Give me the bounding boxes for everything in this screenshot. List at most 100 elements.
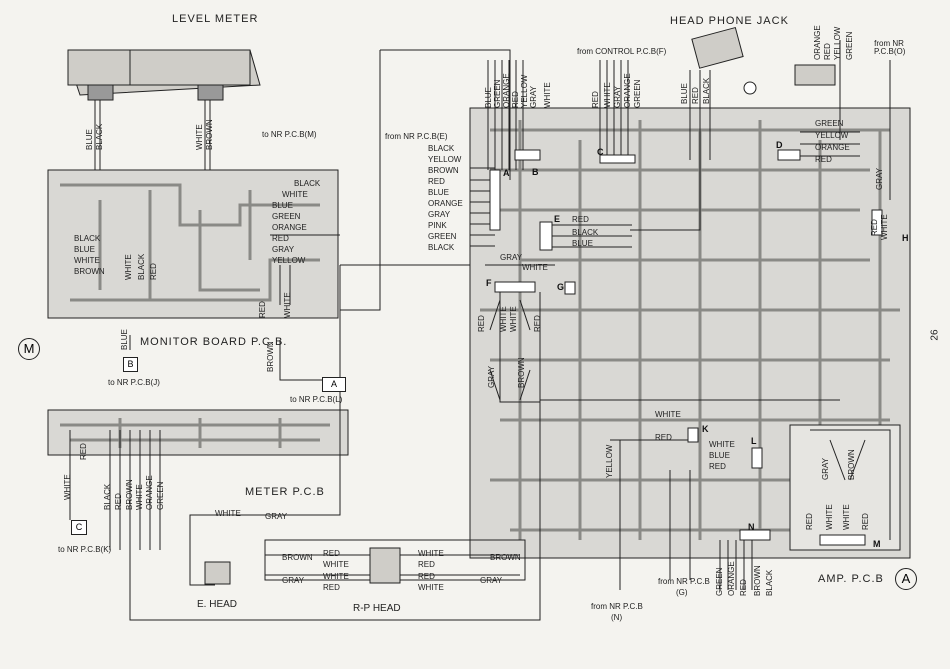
wire-mon-b-1: RED <box>258 301 267 318</box>
wire-l-2: BLUE <box>709 451 730 460</box>
wire-rp-4: WHITE <box>323 572 349 581</box>
wire-f-4: RED <box>533 315 542 332</box>
wire-meter-1: WHITE <box>63 474 72 500</box>
wire-d-1: GREEN <box>815 119 844 128</box>
connector-a-letter: A <box>503 168 510 178</box>
wire-rp-6: GRAY <box>282 576 305 585</box>
connector-l-letter: L <box>751 436 757 446</box>
ref-to-nr-l: to NR P.C.B(L) <box>290 395 343 404</box>
wire-hp-1: BLUE <box>680 83 689 104</box>
ref-box-b: B <box>123 357 138 372</box>
connector-e-letter: E <box>554 214 561 224</box>
wire-a-3: BROWN <box>428 166 459 175</box>
wire-rp-10: WHITE <box>418 583 444 592</box>
ref-from-nr-n-letter: (N) <box>611 613 623 622</box>
wire-d-3: ORANGE <box>815 143 850 152</box>
wire-mon-b-2: WHITE <box>283 292 292 318</box>
wire-mon-b-3: BROWN <box>266 341 275 372</box>
ref-to-nr-m: to NR P.C.B(M) <box>262 130 317 139</box>
wire-rp-8: RED <box>418 560 435 569</box>
wire-l-3: RED <box>709 462 726 471</box>
wire-a-6: ORANGE <box>428 199 463 208</box>
wire-amp-5: WHITE <box>842 504 851 530</box>
wire-b-1: BLUE <box>484 87 493 108</box>
wire-c-3: GRAY <box>613 85 622 108</box>
wire-f-6: BROWN <box>517 357 526 388</box>
wire-o-3: YELLOW <box>833 26 842 60</box>
wire-amp-1: GRAY <box>821 457 830 480</box>
wire-rp-3: WHITE <box>323 560 349 569</box>
wire-n-2: ORANGE <box>727 561 736 596</box>
wire-mon-l-4: BROWN <box>74 267 105 276</box>
wire-e-2: BLACK <box>572 228 599 237</box>
connector-k-letter: K <box>702 424 709 434</box>
wire-a-9: GREEN <box>428 232 457 241</box>
wire-mon-r-2: WHITE <box>282 190 308 199</box>
wire-c-4: ORANGE <box>623 73 632 108</box>
wire-b-6: GRAY <box>529 85 538 108</box>
wire-mon-r-7: GRAY <box>272 245 295 254</box>
wire-rp-5: RED <box>323 583 340 592</box>
ref-from-nr-g: from NR P.C.B <box>658 577 710 586</box>
wire-lm-3: WHITE <box>195 124 204 150</box>
wire-meter-2: RED <box>79 443 88 460</box>
wire-amp-2: BROWN <box>847 449 856 480</box>
wire-mon-l-3: WHITE <box>74 256 100 265</box>
connector-n-letter: N <box>748 522 755 532</box>
marker-m-circle: M <box>18 338 40 360</box>
connector-c-letter: C <box>597 147 604 157</box>
connector-d-letter: D <box>776 140 783 150</box>
ref-box-a: A <box>322 377 346 392</box>
wire-meter-4: RED <box>114 493 123 510</box>
wire-n-3: RED <box>739 579 748 596</box>
wire-rp-9: RED <box>418 572 435 581</box>
page-number: 26 <box>929 329 941 341</box>
wire-o-4: GREEN <box>845 31 854 60</box>
meter-pcb-title: METER P.C.B <box>245 486 325 498</box>
wire-o-1: ORANGE <box>813 25 822 60</box>
wire-e-1: RED <box>572 215 589 224</box>
wire-a-1: BLACK <box>428 144 455 153</box>
wire-ehead-2: GRAY <box>265 512 288 521</box>
wire-b-7: WHITE <box>543 82 552 108</box>
wire-a-4: RED <box>428 177 445 186</box>
wire-g-1: GRAY <box>500 253 523 262</box>
wire-mon-r-5: ORANGE <box>272 223 307 232</box>
connector-m-letter: M <box>873 539 881 549</box>
level-meter-housing <box>67 49 261 101</box>
wire-amp-3: RED <box>805 513 814 530</box>
wire-ehead-1: WHITE <box>215 509 241 518</box>
wire-d-4: RED <box>815 155 832 164</box>
wire-yellow: YELLOW <box>605 444 614 478</box>
level-meter-title: LEVEL METER <box>172 13 259 25</box>
ref-from-control-f: from CONTROL P.C.B(F) <box>577 47 667 56</box>
wire-h-3: WHITE <box>880 214 889 240</box>
wire-rp-7: WHITE <box>418 549 444 558</box>
connector-f-letter: F <box>486 278 492 288</box>
wire-mon-r-8: YELLOW <box>272 256 306 265</box>
wire-n-4: BROWN <box>753 565 762 596</box>
wire-lm-4: BROWN <box>205 119 214 150</box>
wire-meter-8: GREEN <box>156 481 165 510</box>
wire-amp-6: RED <box>861 513 870 530</box>
wire-meter-7: ORANGE <box>145 475 154 510</box>
wire-rp-1: BROWN <box>282 553 313 562</box>
wire-g-2: WHITE <box>522 263 548 272</box>
ref-from-nr-n: from NR P.C.B <box>591 602 643 611</box>
wire-n-5: BLACK <box>765 569 774 596</box>
wire-rp-2: RED <box>323 549 340 558</box>
ref-box-c: C <box>71 520 87 535</box>
wire-f-5: GRAY <box>487 365 496 388</box>
wire-meter-5: BROWN <box>125 479 134 510</box>
wire-c-5: GREEN <box>633 79 642 108</box>
wire-h-1: GRAY <box>875 167 884 190</box>
wire-k-2: RED <box>655 433 672 442</box>
wire-mon-b-4: BLUE <box>120 329 129 350</box>
wire-f-2: WHITE <box>499 306 508 332</box>
wire-a-7: GRAY <box>428 210 451 219</box>
wire-e-3: BLUE <box>572 239 593 248</box>
wire-meter-6: WHITE <box>135 484 144 510</box>
ref-from-nr-o: from NR P.C.B(O) <box>874 39 906 56</box>
wire-mon-b-6: BLACK <box>137 253 146 280</box>
wire-k-1: WHITE <box>655 410 681 419</box>
